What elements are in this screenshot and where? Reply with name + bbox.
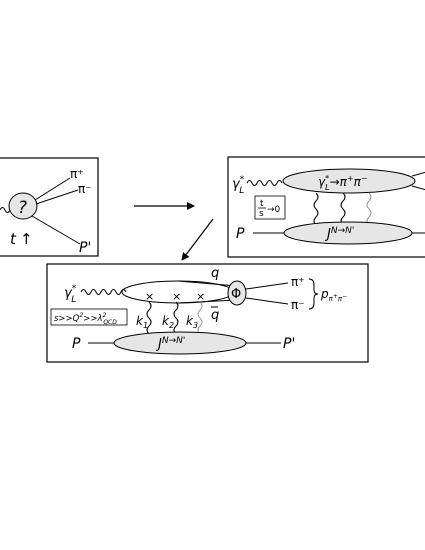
- left-pion-line-2: [35, 189, 79, 205]
- bottom-pion-minus-line: [245, 297, 289, 305]
- left-proton-line: [31, 215, 81, 245]
- gluon-label-k2: k2: [162, 314, 174, 330]
- bottom-proton-out-label: P': [283, 336, 295, 352]
- left-proton-out-label: P': [79, 240, 91, 256]
- gluon-k2: [173, 301, 179, 335]
- left-pi-minus-label: π⁻: [78, 182, 92, 196]
- right-limit-s: s: [259, 209, 264, 219]
- gluon-cross-1: ×: [145, 290, 154, 303]
- left-panel: ? π⁺ π⁻ t ↑ P': [0, 157, 99, 257]
- phi-vertex-label: Φ: [231, 287, 241, 302]
- bottom-pion-plus-line: [245, 282, 289, 290]
- right-gluon-2: [340, 192, 346, 226]
- right-panel: γ*L γ*L→π+π− t s →0 JN→N' P: [227, 156, 425, 258]
- left-unknown-blob: [8, 192, 38, 220]
- pair-momentum-label: pπ+π−: [320, 287, 347, 303]
- right-limit-t: t: [260, 199, 264, 209]
- right-photon-wavy-line: [246, 180, 283, 186]
- bottom-gamma-label: γ*L: [64, 284, 77, 305]
- right-pion-line-2: [411, 185, 425, 191]
- bottom-pi-plus-label: π⁺: [291, 275, 305, 289]
- right-limit-arrow: →0: [267, 205, 281, 215]
- phi-vertex-blob: [227, 280, 247, 306]
- right-gamma-label: γ*L: [232, 175, 245, 196]
- gluon-k1: [146, 301, 152, 335]
- right-gluon-1: [313, 192, 319, 226]
- left-pion-line-1: [34, 177, 71, 201]
- bottom-pi-minus-label: π⁻: [291, 298, 305, 312]
- right-gluon-3: [366, 192, 372, 226]
- right-proton-in-label: P: [236, 226, 245, 242]
- arrow-down-left: [181, 218, 214, 261]
- left-pi-plus-label: π⁺: [70, 167, 84, 181]
- left-t-arrow: ↑: [20, 230, 33, 248]
- left-blob-label: ?: [18, 198, 27, 218]
- left-panel-frame: [0, 157, 99, 257]
- gluon-k3: [197, 301, 203, 335]
- gluon-label-k1: k1: [136, 314, 148, 330]
- condition-box: [50, 308, 128, 326]
- gluon-cross-2: ×: [172, 290, 181, 303]
- right-pion-line-1: [411, 171, 425, 177]
- right-upper-blob-label: γ*L→π+π−: [318, 174, 368, 192]
- antiquark-label: q: [211, 308, 219, 323]
- pion-pair-brace: [308, 278, 319, 310]
- bottom-panel-frame: [46, 263, 369, 363]
- bottom-proton-in-label: P: [72, 336, 81, 352]
- right-limit-box: [254, 195, 286, 220]
- right-panel-frame: [227, 156, 425, 258]
- bottom-photon-wavy-line: [80, 289, 127, 295]
- quark-label: q: [211, 266, 219, 281]
- left-t-label: t: [10, 230, 17, 248]
- gluon-cross-3: ×: [196, 290, 205, 303]
- gluon-label-k3: k3: [186, 314, 198, 330]
- antiquark-line: [177, 299, 238, 304]
- right-upper-blob: [282, 168, 416, 194]
- quark-line: [177, 280, 238, 287]
